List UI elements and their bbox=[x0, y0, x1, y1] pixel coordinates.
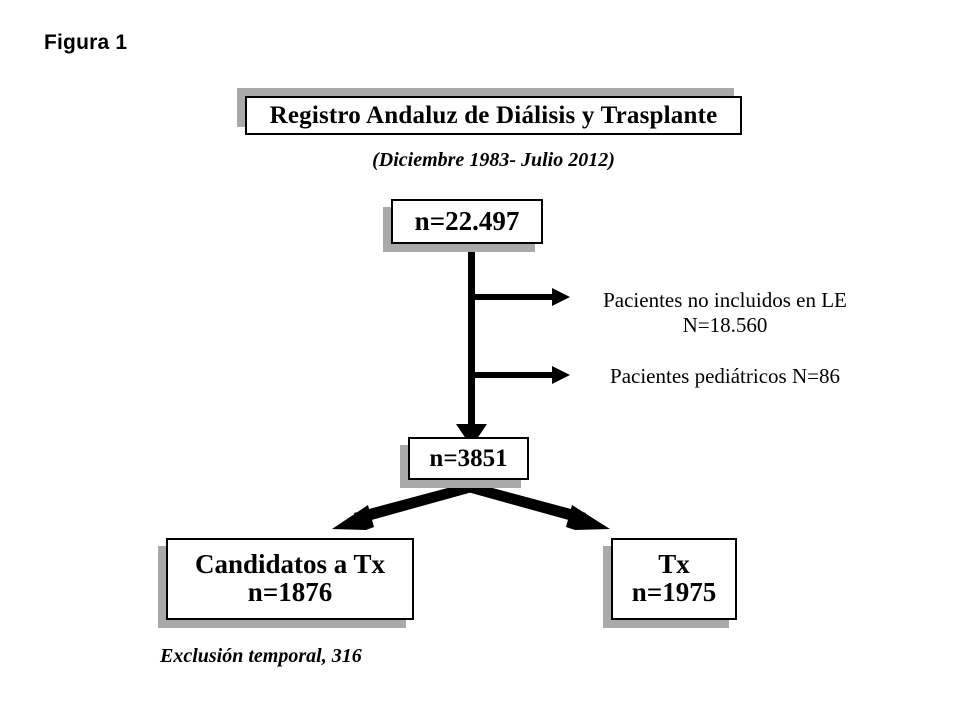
pediatric-note-line1: Pacientes pediátricos N=86 bbox=[610, 364, 840, 388]
arrow-branch-excluded bbox=[468, 288, 570, 306]
arrow-cohorte-to-tx bbox=[464, 482, 610, 530]
candidatos-box: Candidatos a Tx n=1876 bbox=[166, 538, 414, 620]
arrow-branch-pediatric bbox=[468, 366, 570, 384]
tx-line1: Tx bbox=[658, 549, 690, 580]
pediatric-note: Pacientes pediátricos N=86 bbox=[570, 364, 880, 389]
candidatos-line1: Candidatos a Tx bbox=[194, 549, 386, 580]
registro-box: Registro Andaluz de Diálisis y Trasplant… bbox=[245, 96, 742, 135]
tx-box: Tx n=1975 bbox=[611, 538, 737, 620]
exclusion-footnote: Exclusión temporal, 316 bbox=[160, 645, 362, 667]
figure-label: Figura 1 bbox=[44, 31, 128, 54]
arrow-cohorte-to-candidatos bbox=[332, 482, 476, 530]
total-box: n=22.497 bbox=[391, 199, 543, 244]
cohort-box: n=3851 bbox=[408, 437, 529, 480]
arrow-total-to-cohorte bbox=[456, 252, 487, 447]
registro-title: Registro Andaluz de Diálisis y Trasplant… bbox=[269, 101, 718, 129]
excluded-note: Pacientes no incluidos en LE N=18.560 bbox=[570, 288, 880, 338]
excluded-note-line1: Pacientes no incluidos en LE bbox=[603, 288, 847, 312]
cohort-label: n=3851 bbox=[429, 444, 508, 472]
tx-line2: n=1975 bbox=[631, 577, 717, 607]
excluded-note-line2: N=18.560 bbox=[682, 312, 768, 337]
period-subtitle: (Diciembre 1983- Julio 2012) bbox=[372, 149, 615, 171]
candidatos-line2: n=1876 bbox=[247, 577, 333, 607]
total-label: n=22.497 bbox=[414, 205, 520, 236]
